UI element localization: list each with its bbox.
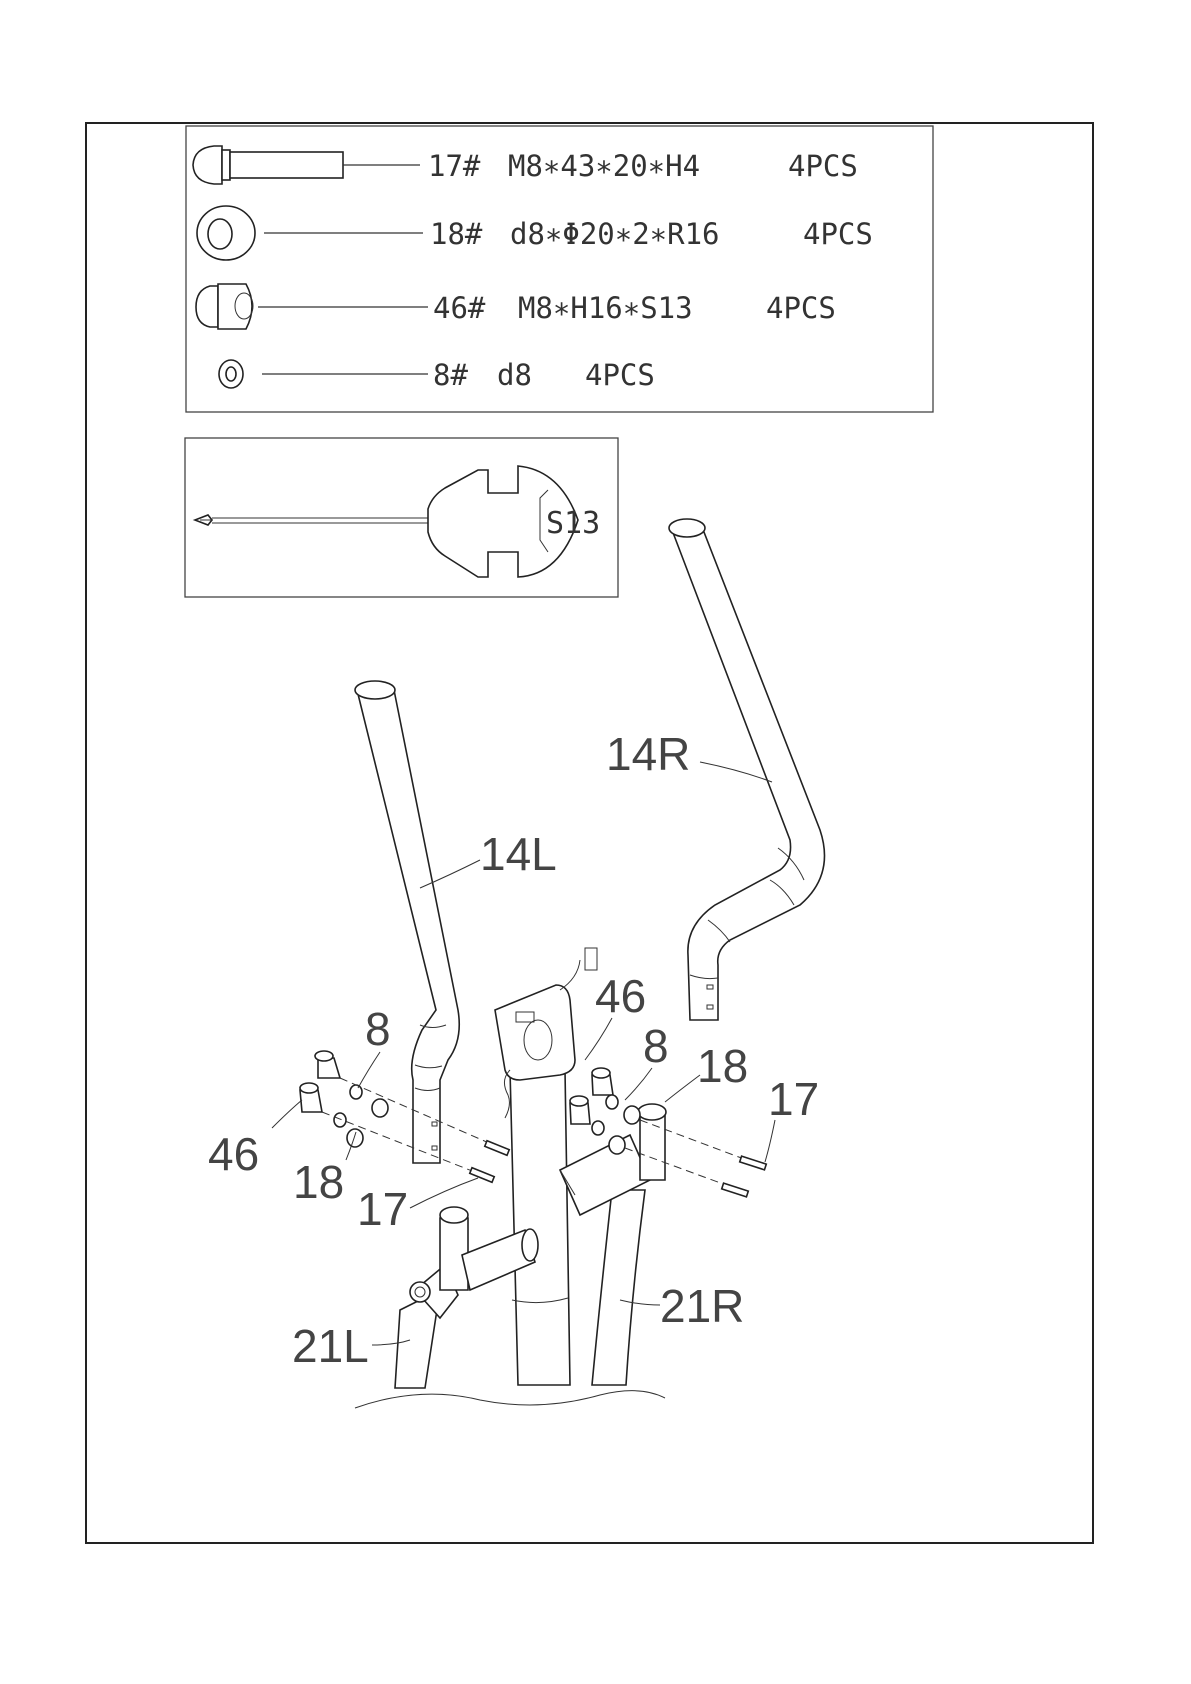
label-14L: 14L [480, 828, 557, 880]
floor-line [355, 1391, 665, 1408]
hardware-qty: 4PCS [788, 149, 858, 183]
hardware-qty: 4PCS [585, 358, 655, 392]
handlebar-14L [355, 681, 459, 1163]
spring-washer-icon [219, 360, 243, 388]
tool-size-label: S13 [546, 506, 600, 541]
hardware-row-17: 17# M8∗43∗20∗H4 4PCS [193, 146, 858, 184]
label-18-left: 18 [293, 1156, 344, 1208]
cap-nut-icon [196, 284, 253, 329]
hardware-code: 17# [428, 149, 481, 183]
screwdriver-wrench-icon [195, 466, 578, 577]
label-14R: 14R [606, 728, 690, 780]
assembly-diagram: 14R 14L 46 8 18 17 8 46 18 17 21L 21R [208, 519, 825, 1408]
hardware-code: 8# [433, 358, 468, 392]
label-46-right: 46 [595, 970, 646, 1022]
handlebar-14R [669, 519, 825, 1020]
hardware-qty: 4PCS [803, 217, 873, 251]
hardware-spec: M8∗43∗20∗H4 [508, 149, 700, 183]
hardware-row-18: 18# d8∗Φ20∗2∗R16 4PCS [197, 206, 873, 260]
label-17-left: 17 [357, 1183, 408, 1235]
hardware-code: 18# [430, 217, 483, 251]
label-18-right: 18 [697, 1040, 748, 1092]
carriage-bolt-icon [193, 146, 343, 184]
label-21L: 21L [292, 1320, 369, 1372]
label-8-right: 8 [643, 1020, 669, 1072]
hardware-row-8: 8# d8 4PCS [219, 358, 655, 392]
hardware-spec: M8∗H16∗S13 [518, 291, 693, 325]
label-8-left: 8 [365, 1003, 391, 1055]
hardware-code: 46# [433, 291, 486, 325]
hardware-spec: d8 [497, 358, 532, 392]
hardware-qty: 4PCS [766, 291, 836, 325]
curved-washer-icon [197, 206, 255, 260]
label-21R: 21R [660, 1280, 744, 1332]
page-frame [86, 123, 1093, 1543]
label-17-right: 17 [768, 1073, 819, 1125]
label-46-left: 46 [208, 1128, 259, 1180]
hardware-spec: d8∗Φ20∗2∗R16 [510, 217, 720, 251]
hardware-row-46: 46# M8∗H16∗S13 4PCS [196, 284, 836, 329]
hardware-box: 17# M8∗43∗20∗H4 4PCS 18# d8∗Φ20∗2∗R16 4P… [186, 126, 933, 412]
tool-box: S13 [185, 438, 618, 597]
